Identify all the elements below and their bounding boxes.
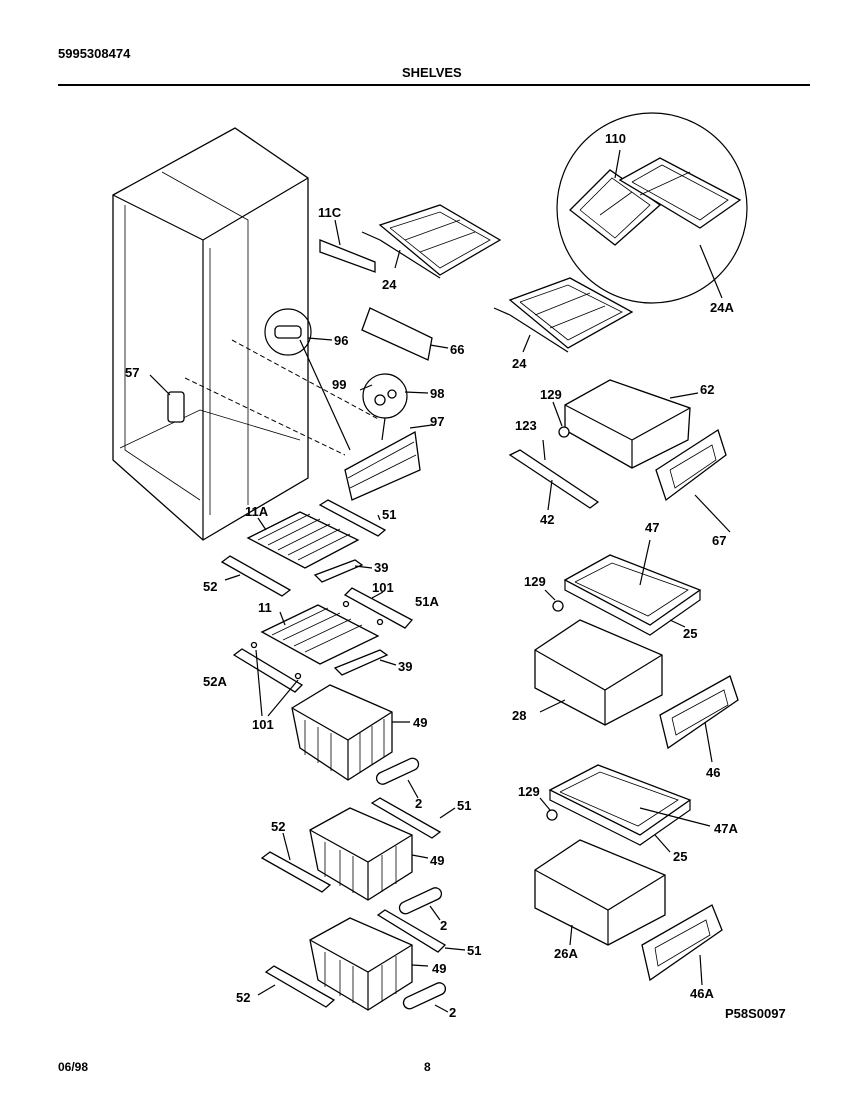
part-67-drawer-front	[655, 428, 731, 533]
callout-96: 96	[334, 333, 348, 348]
callout-labels: 110 11C 24 24A 24 96 66 57 99 98 129 62 …	[125, 131, 738, 1020]
callout-129-a: 129	[540, 387, 562, 402]
callout-110: 110	[605, 131, 626, 146]
callout-47: 47	[645, 520, 659, 535]
callout-101-b: 101	[252, 717, 274, 732]
part-47-crisper-cover	[563, 539, 702, 636]
callout-42: 42	[540, 512, 554, 527]
part-62-pan	[564, 379, 699, 469]
part-46a-drawer-front	[641, 904, 723, 986]
document-number: 5995308474	[58, 46, 131, 61]
part-28-crisper-pan	[534, 619, 663, 726]
part-49-basket-b	[309, 807, 429, 901]
part-51-strip-a	[318, 499, 387, 537]
callout-47a: 47A	[714, 821, 738, 836]
callout-129-c: 129	[518, 784, 540, 799]
callout-57: 57	[125, 365, 139, 380]
callout-49-c: 49	[432, 961, 446, 976]
callout-2-a: 2	[415, 796, 422, 811]
part-39-strip-b	[333, 649, 397, 676]
header-rule	[58, 84, 810, 86]
callout-24a: 24A	[710, 300, 734, 315]
callout-62: 62	[700, 382, 714, 397]
part-57-bracket	[149, 374, 185, 423]
part-46-drawer-front	[659, 675, 739, 763]
callout-129-b: 129	[524, 574, 546, 589]
callout-39-b: 39	[398, 659, 412, 674]
callout-101-a: 101	[372, 580, 394, 595]
callout-24-lower: 24	[512, 356, 527, 371]
callout-39-a: 39	[374, 560, 388, 575]
callout-28: 28	[512, 708, 526, 723]
callout-52-c: 52	[236, 990, 250, 1005]
callout-49-b: 49	[430, 853, 444, 868]
callout-51-c: 51	[467, 943, 481, 958]
callout-51a: 51A	[415, 594, 439, 609]
part-47a-crisper-cover	[548, 764, 711, 853]
part-52a-rail	[232, 641, 304, 717]
part-97-control-housing	[344, 424, 433, 501]
part-2-handle-c	[402, 982, 449, 1013]
callout-11a: 11A	[245, 504, 269, 519]
part-2-handle-a	[375, 757, 420, 799]
part-52-rail-a	[220, 555, 292, 597]
part-96-detail-circle	[264, 308, 351, 451]
callout-25-b: 25	[673, 849, 687, 864]
callout-51-b: 51	[457, 798, 471, 813]
part-49-basket-c	[309, 917, 429, 1011]
callout-52a: 52A	[203, 674, 227, 689]
part-11-wire-shelf	[260, 604, 380, 665]
part-129-knob-a	[552, 401, 570, 438]
callout-25-a: 25	[683, 626, 697, 641]
part-51-strip-c	[376, 909, 466, 953]
part-24-glass-shelf-upper	[361, 204, 502, 279]
part-129-knob-b	[544, 589, 564, 612]
part-39-strip-a	[313, 559, 373, 583]
callout-99: 99	[332, 377, 346, 392]
section-title: SHELVES	[402, 65, 462, 80]
part-2-handle-b	[398, 887, 443, 921]
page-number: 8	[424, 1060, 431, 1074]
callout-51-a: 51	[382, 507, 396, 522]
refrigerator-cabinet	[112, 127, 381, 541]
callout-97: 97	[430, 414, 444, 429]
part-11a-wire-shelf	[246, 511, 360, 569]
callout-52-b: 52	[271, 819, 285, 834]
part-42-rail	[508, 439, 600, 511]
part-11c-bracket	[319, 219, 376, 273]
callout-49-a: 49	[413, 715, 427, 730]
callout-11: 11	[258, 600, 272, 615]
callout-24-upper: 24	[382, 277, 397, 292]
callout-66: 66	[450, 342, 464, 357]
part-98-99-detail-circle	[359, 373, 429, 441]
callout-11c: 11C	[318, 205, 342, 220]
part-24-glass-shelf-lower	[493, 277, 634, 353]
callout-46: 46	[706, 765, 720, 780]
footer-date: 06/98	[58, 1060, 89, 1074]
part-51-strip-b	[370, 797, 456, 839]
callout-98: 98	[430, 386, 444, 401]
detail-circle-24a	[556, 112, 748, 304]
callout-52-a: 52	[203, 579, 217, 594]
diagram-code: P58S0097	[725, 1006, 786, 1021]
callout-2-c: 2	[449, 1005, 456, 1020]
callout-2-b: 2	[440, 918, 447, 933]
part-26a-crisper-pan	[534, 839, 666, 946]
part-52-rail-c	[257, 965, 336, 1008]
part-66-deflector	[361, 307, 449, 361]
part-51a-strip	[342, 587, 414, 629]
callout-123: 123	[515, 418, 537, 433]
part-52-rail-b	[260, 832, 332, 893]
callout-67: 67	[712, 533, 726, 548]
part-129-knob-c	[539, 797, 558, 821]
callout-26a: 26A	[554, 946, 578, 961]
callout-46a: 46A	[690, 986, 714, 1001]
part-49-basket-a	[291, 684, 410, 781]
